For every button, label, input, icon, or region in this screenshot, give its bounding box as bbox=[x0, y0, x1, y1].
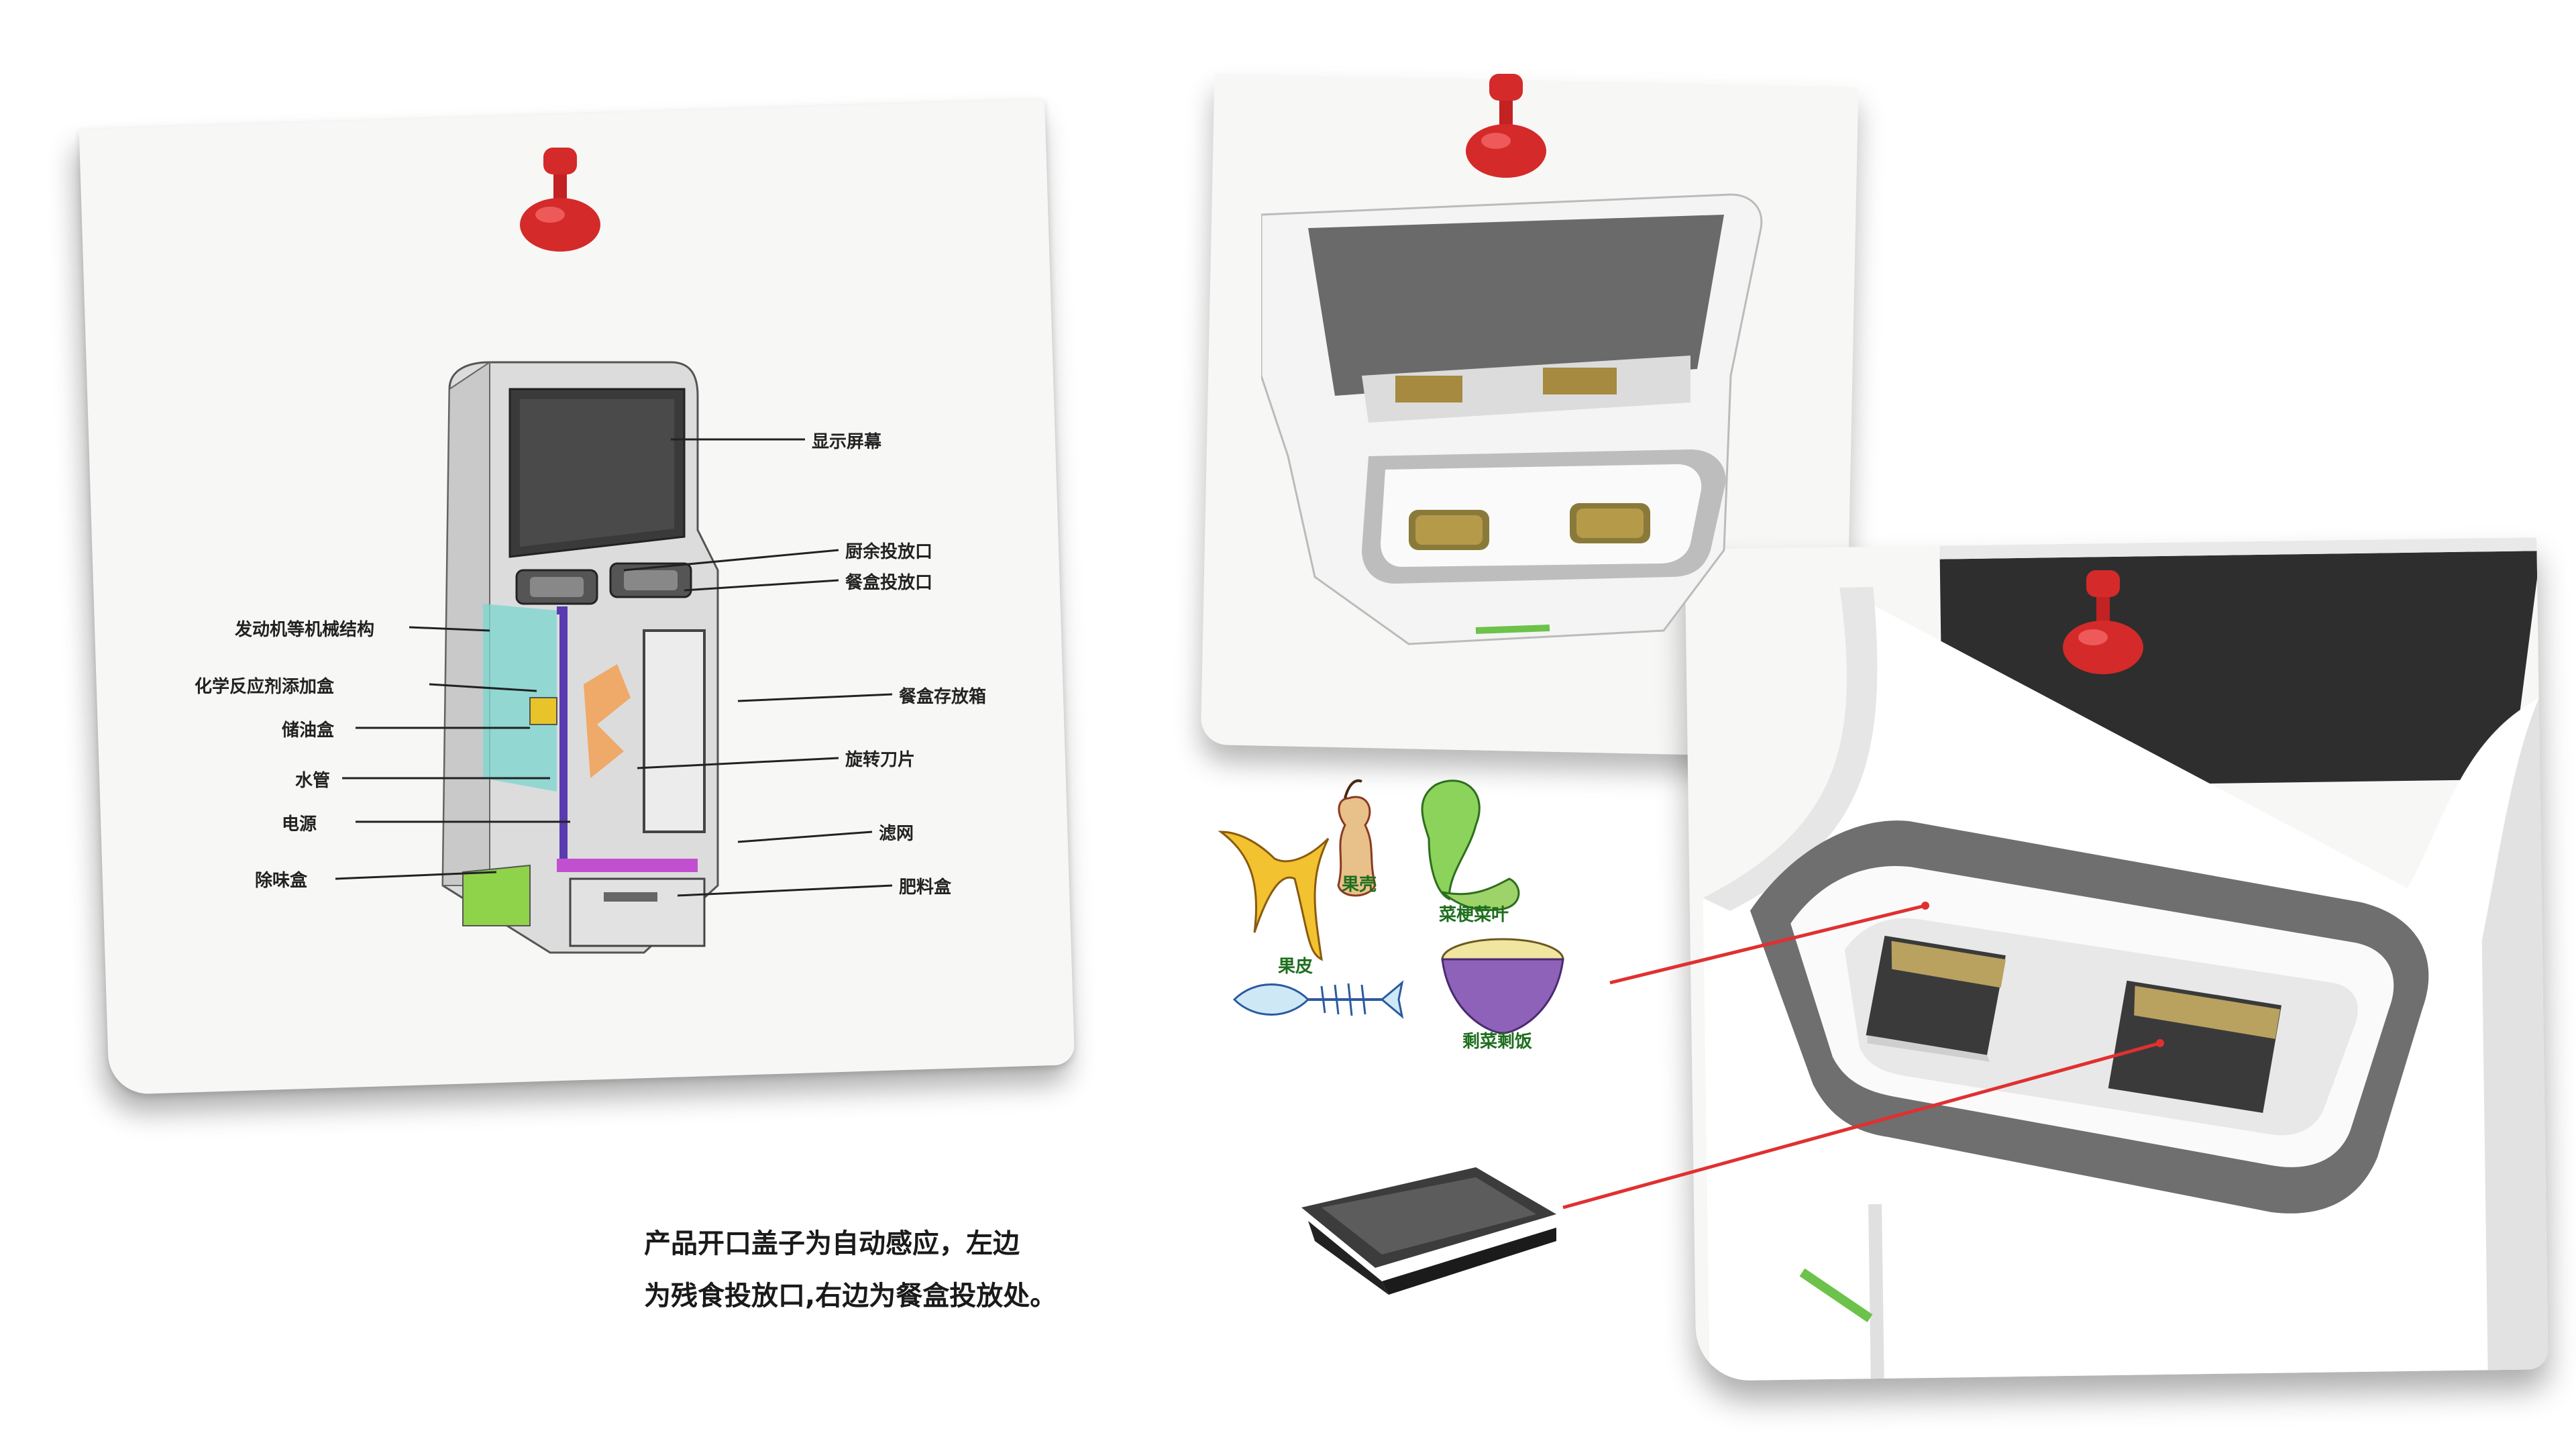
food-label-veg: 菜梗菜叶 bbox=[1439, 905, 1509, 925]
food-waste-illustration bbox=[1218, 779, 1564, 1034]
pushpin-red-icon bbox=[2063, 570, 2143, 674]
food-label-peel: 果皮 bbox=[1278, 957, 1313, 977]
pushpin-red-icon bbox=[520, 148, 600, 252]
meal-box-image bbox=[1301, 1167, 1556, 1295]
product-render-top bbox=[1261, 193, 1763, 645]
label-power: 电源 bbox=[282, 814, 317, 835]
label-box-inlet: 餐盒投放口 bbox=[845, 573, 933, 593]
label-oil: 储油盒 bbox=[282, 720, 335, 741]
label-reagent: 化学反应剂添加盒 bbox=[195, 677, 335, 697]
paper-note-closeup bbox=[1684, 537, 2548, 1381]
caption-text: 产品开口盖子为自动感应，左边 为残食投放口,右边为餐盒投放处。 bbox=[644, 1218, 1057, 1322]
label-fertilizer: 肥料盒 bbox=[899, 877, 952, 898]
label-display: 显示屏幕 bbox=[812, 432, 882, 452]
label-food-inlet: 厨余投放口 bbox=[845, 542, 933, 562]
pushpin-red-icon bbox=[1466, 74, 1546, 178]
caption-line-1: 产品开口盖子为自动感应，左边 bbox=[644, 1228, 1020, 1259]
caption-line-2: 为残食投放口,右边为餐盒投放处。 bbox=[644, 1281, 1057, 1311]
food-label-leftover: 剩菜剩饭 bbox=[1462, 1032, 1533, 1052]
label-blade: 旋转刀片 bbox=[845, 750, 916, 770]
closeup-illustration bbox=[1703, 537, 2548, 1381]
label-filter: 滤网 bbox=[879, 824, 914, 844]
label-pipe: 水管 bbox=[295, 771, 331, 791]
label-box-storage: 餐盒存放箱 bbox=[899, 687, 987, 707]
label-deodor: 除味盒 bbox=[255, 871, 308, 891]
label-engine: 发动机等机械结构 bbox=[235, 620, 375, 640]
machine-exploded-diagram bbox=[441, 361, 719, 954]
food-label-shell: 果壳 bbox=[1342, 875, 1377, 895]
